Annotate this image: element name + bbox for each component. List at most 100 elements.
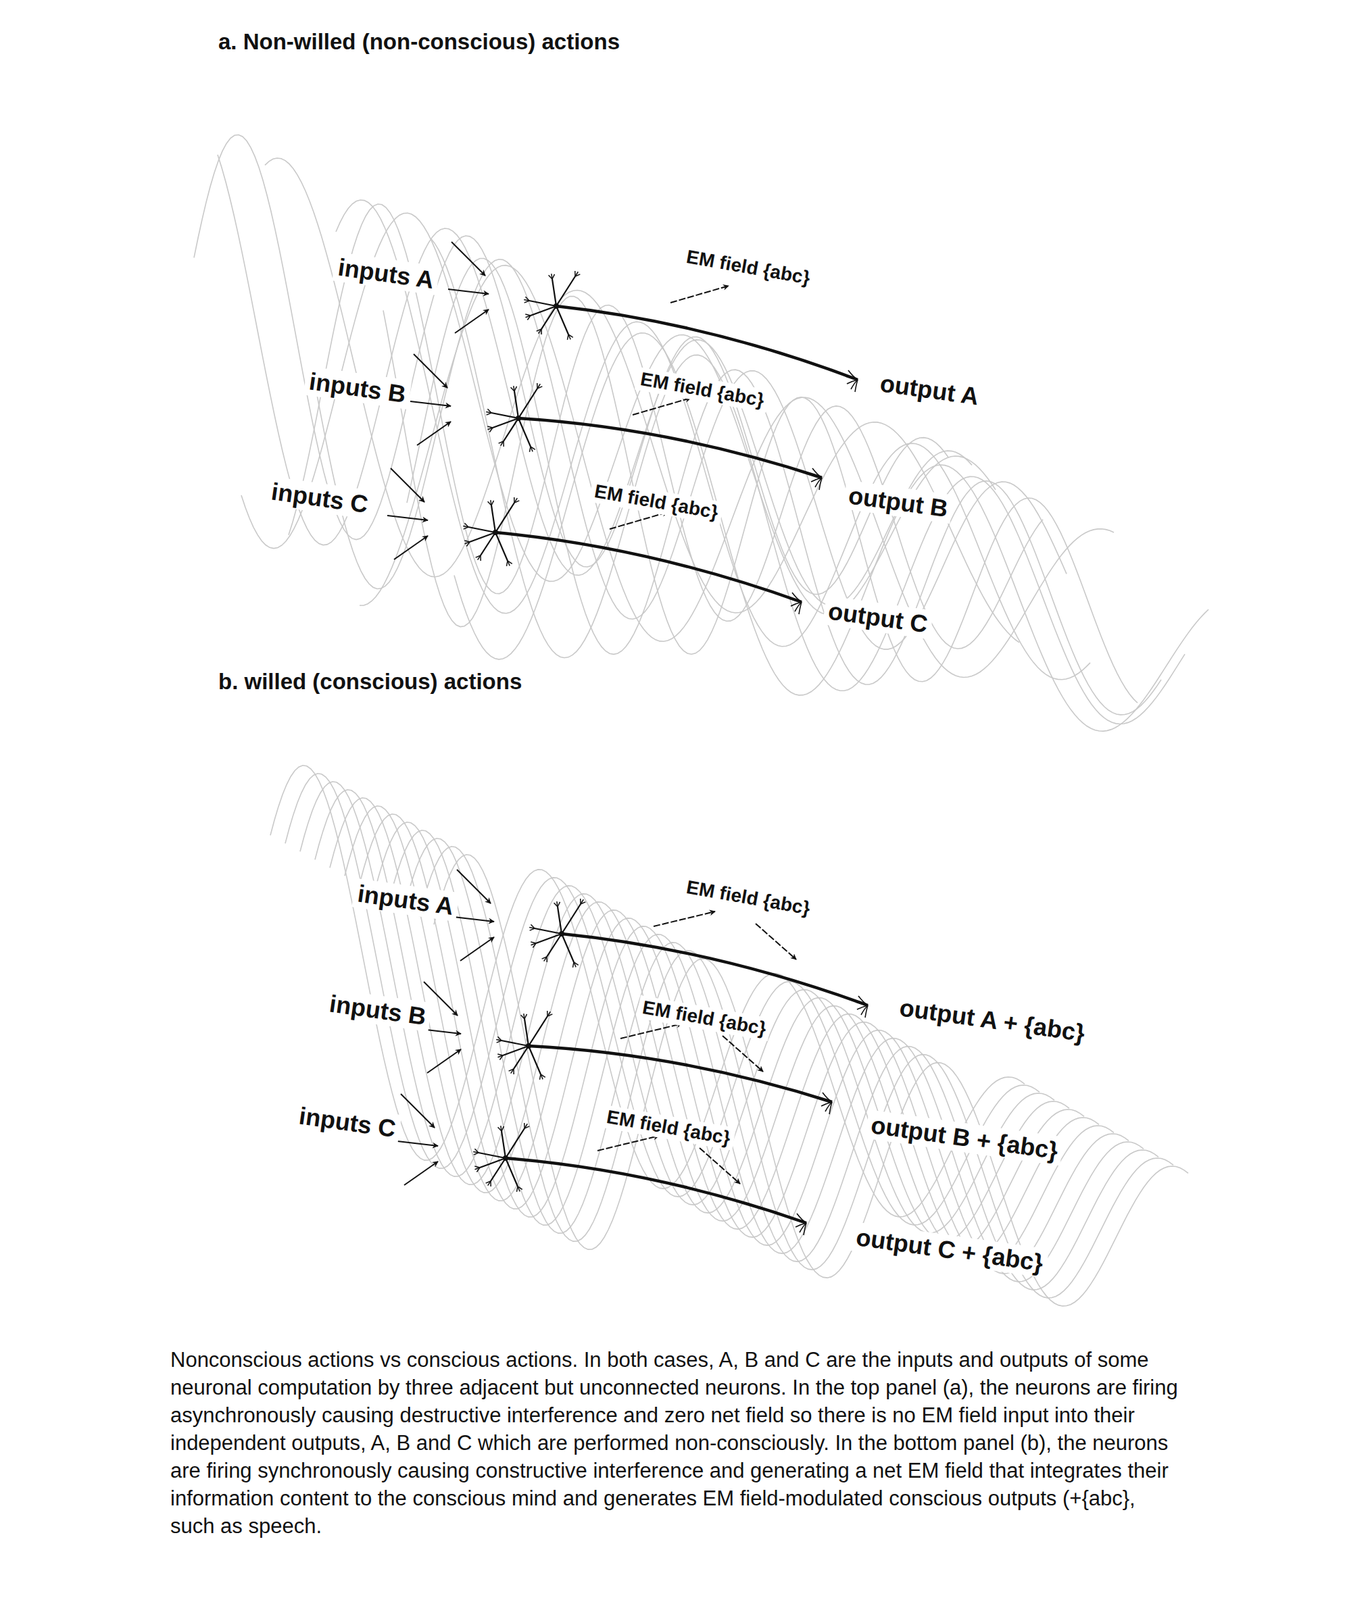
dendrite-tip [525, 296, 530, 301]
dendrite [480, 532, 496, 556]
dendrite-tip [508, 1069, 514, 1072]
dendrite-tip [575, 274, 580, 277]
dendrite-tip [525, 314, 531, 316]
input-arrow [394, 535, 428, 560]
axon-terminal [865, 1005, 868, 1018]
dendrite [505, 1128, 525, 1159]
figure-caption: Nonconscious actions vs conscious action… [170, 1346, 1185, 1541]
output-label: output A [873, 367, 985, 412]
dendrite-tip [491, 500, 494, 506]
input-arrow [456, 869, 491, 904]
dendrite [495, 532, 508, 561]
field-wave [406, 258, 1162, 716]
field-wave [359, 265, 1114, 678]
axon [505, 1158, 807, 1224]
input-arrow [404, 1161, 438, 1186]
dendrite-tip [536, 329, 542, 332]
input-arrow [390, 468, 425, 503]
axon-terminal [803, 1223, 807, 1236]
axon [556, 306, 858, 380]
field-wave [430, 238, 1185, 725]
field-label: EM field {abc} [588, 479, 724, 526]
dendrite-tip [514, 500, 520, 503]
field-arrow [609, 512, 668, 530]
field-arrow [755, 923, 797, 960]
field-wave [454, 333, 1209, 732]
neuron [410, 354, 822, 491]
dendrite [528, 1046, 541, 1075]
field-arrow [653, 911, 716, 927]
dendrite-tip [497, 1054, 503, 1056]
dendrite [524, 1019, 529, 1047]
dendrite-tip [552, 274, 555, 280]
dendrite-tip [530, 942, 536, 944]
axon-terminal [809, 474, 822, 478]
dendrite [491, 505, 496, 533]
input-label: inputs C [293, 1101, 403, 1145]
dendrite [501, 1131, 506, 1159]
dendrite [501, 1040, 529, 1047]
dendrite [503, 418, 519, 442]
wave-lines [193, 134, 1209, 1306]
dendrite [541, 306, 557, 330]
dendrite-tip [497, 1036, 502, 1041]
field-arrow [632, 398, 691, 415]
field-wave [404, 838, 1159, 1291]
dendrite [491, 412, 519, 419]
dendrite-tip [557, 902, 560, 908]
input-arrow [448, 289, 489, 295]
dendrite [468, 527, 496, 533]
dendrite-tip [572, 962, 574, 968]
output-label: output B [842, 479, 954, 524]
axon [495, 532, 802, 603]
dendrite [546, 934, 562, 958]
dendrite [518, 418, 531, 447]
dendrite-tip [542, 957, 547, 960]
panel-title: b. willed (conscious) actions [214, 668, 526, 696]
dendrite [561, 934, 574, 963]
dendrite-tip [516, 1186, 518, 1193]
field-arrow [699, 1148, 741, 1185]
output-label: output C + {abc} [850, 1222, 1049, 1279]
dendrite-tip [524, 1126, 530, 1129]
dendrite-tip [501, 1126, 504, 1132]
axon-terminal [819, 477, 822, 491]
dendrite-tip [474, 1149, 479, 1154]
dendrite [561, 904, 581, 935]
dendrite [505, 1158, 518, 1187]
dendrite-tip [580, 902, 586, 905]
dendrite-tip [498, 441, 504, 444]
field-label: EM field {abc} [680, 875, 816, 922]
dendrite-tip [487, 426, 493, 428]
axon-terminal [794, 1219, 807, 1224]
dendrite [556, 306, 569, 335]
axon [528, 1046, 833, 1103]
dendrite [495, 502, 515, 533]
neuron [453, 869, 868, 1018]
field-wave [193, 134, 949, 595]
output-label: output A + {abc} [893, 992, 1091, 1049]
field-wave [389, 830, 1144, 1283]
axon [518, 418, 822, 478]
input-arrow [400, 1094, 435, 1129]
field-arrow [597, 1136, 659, 1152]
dendrite [490, 1158, 506, 1182]
dendrite-tip [537, 386, 543, 389]
dendrite [478, 1153, 506, 1159]
input-label: inputs C [265, 476, 375, 521]
dendrite-tip [475, 555, 481, 558]
panel-title: a. Non-willed (non-conscious) actions [214, 28, 624, 56]
axon-terminal [855, 379, 858, 393]
dendrite-tip [539, 1074, 541, 1081]
input-arrow [413, 354, 448, 388]
axon-terminal [829, 1102, 833, 1115]
neuron [397, 1094, 807, 1236]
neurons [387, 241, 868, 1236]
field-arrow [722, 1036, 764, 1072]
field-wave [335, 200, 1091, 680]
dendrite-tip [514, 386, 517, 392]
field-wave [264, 158, 1020, 643]
dendrite [557, 907, 562, 935]
field-wave [433, 855, 1189, 1307]
